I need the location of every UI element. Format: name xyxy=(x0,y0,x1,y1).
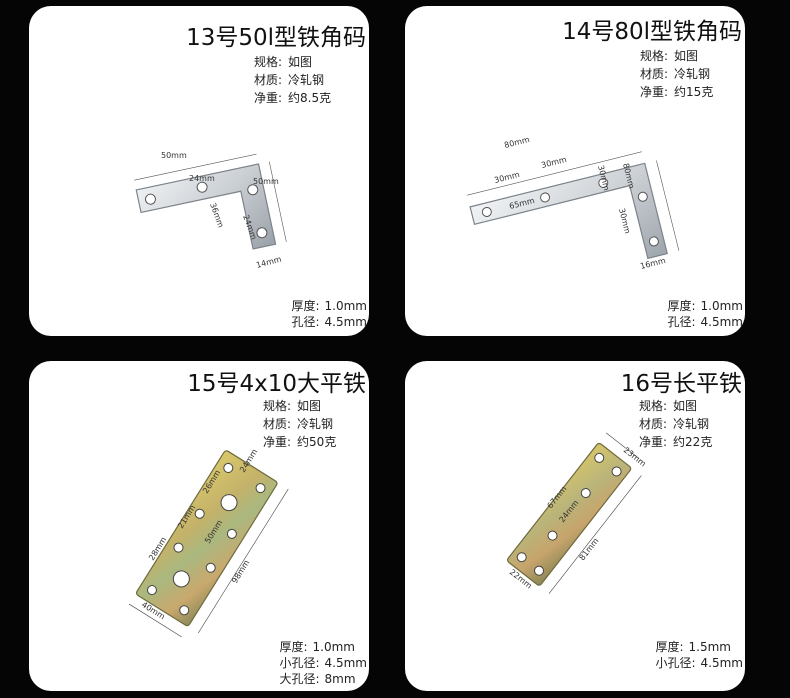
spec-value: 4.5mm xyxy=(324,656,367,670)
spec-key: 净重: xyxy=(639,435,668,449)
spec-value: 1.5mm xyxy=(688,640,731,654)
spec-value: 如图 xyxy=(288,55,313,69)
spec-value: 冷轧钢 xyxy=(288,73,325,87)
dimension-label: 24mm xyxy=(189,174,215,183)
spec-key: 小孔径: xyxy=(279,656,320,670)
dimension-label: 30mm xyxy=(617,207,632,234)
spec-value: 约8.5克 xyxy=(288,91,332,105)
foot-spec-list: 厚度: 1.5mm 小孔径: 4.5mm xyxy=(655,639,743,671)
spec-value: 8mm xyxy=(324,672,356,686)
spec-value: 约22克 xyxy=(673,435,713,449)
dimension-label: 81mm xyxy=(577,536,600,562)
spec-key: 规格: xyxy=(254,55,283,69)
spec-key: 孔径: xyxy=(667,315,696,329)
spec-key: 厚度: xyxy=(279,640,308,654)
spec-value: 冷轧钢 xyxy=(673,417,710,431)
foot-spec-list: 厚度: 1.0mm 孔径: 4.5mm xyxy=(291,298,367,330)
dimension-label: 30mm xyxy=(540,155,567,170)
flat-plate-4x10-drawing: 24mm 26mm 21mm 28mm 50mm 98mm 40mm xyxy=(128,447,289,638)
product-title: 14号80l型铁角码 xyxy=(562,19,742,45)
spec-value: 约50克 xyxy=(297,435,337,449)
product-title: 15号4x10大平铁 xyxy=(187,371,366,397)
foot-spec-list: 厚度: 1.0mm 孔径: 4.5mm xyxy=(667,298,743,330)
spec-value: 如图 xyxy=(673,399,698,413)
spec-key: 规格: xyxy=(640,49,669,63)
l-bracket-50-drawing: 50mm 24mm 50mm 24mm 36mm 14mm xyxy=(134,151,287,270)
dimension-label: 14mm xyxy=(255,255,282,270)
spec-key: 厚度: xyxy=(667,299,696,313)
spec-key: 规格: xyxy=(639,399,668,413)
dimension-label: 36mm xyxy=(208,202,225,229)
spec-key: 厚度: xyxy=(291,299,320,313)
spec-value: 1.0mm xyxy=(312,640,355,654)
spec-value: 冷轧钢 xyxy=(674,67,711,81)
spec-value: 4.5mm xyxy=(324,315,367,329)
spec-key: 净重: xyxy=(263,435,292,449)
spec-key: 材质: xyxy=(640,67,669,81)
spec-key: 大孔径: xyxy=(279,672,320,686)
spec-list: 规格: 如图 材质: 冷轧钢 净重: 约8.5克 xyxy=(254,53,331,107)
dimension-label: 50mm xyxy=(253,177,279,186)
product-title: 13号50l型铁角码 xyxy=(186,25,366,51)
product-card-13: 13号50l型铁角码 规格: 如图 材质: 冷轧钢 净重: 约8.5克 50mm 24… xyxy=(29,6,369,336)
spec-value: 1.0mm xyxy=(324,299,367,313)
spec-key: 材质: xyxy=(639,417,668,431)
spec-list: 规格: 如图 材质: 冷轧钢 净重: 约22克 xyxy=(639,397,712,451)
spec-value: 4.5mm xyxy=(700,656,743,670)
dimension-label: 50mm xyxy=(161,151,187,160)
spec-key: 小孔径: xyxy=(655,656,696,670)
spec-list: 规格: 如图 材质: 冷轧钢 净重: 约50克 xyxy=(263,397,336,451)
product-card-14: 14号80l型铁角码 规格: 如图 材质: 冷轧钢 净重: 约15克 80mm 30m… xyxy=(405,6,745,336)
spec-value: 冷轧钢 xyxy=(297,417,334,431)
spec-value: 如图 xyxy=(297,399,322,413)
dimension-label: 16mm xyxy=(639,256,666,271)
spec-key: 净重: xyxy=(640,85,669,99)
spec-key: 材质: xyxy=(263,417,292,431)
spec-key: 孔径: xyxy=(291,315,320,329)
dimension-label: 80mm xyxy=(503,135,530,150)
spec-value: 如图 xyxy=(674,49,699,63)
spec-value: 4.5mm xyxy=(700,315,743,329)
foot-spec-list: 厚度: 1.0mm 小孔径: 4.5mm 大孔径: 8mm xyxy=(279,639,367,687)
spec-key: 净重: xyxy=(254,91,283,105)
spec-key: 规格: xyxy=(263,399,292,413)
spec-value: 约15克 xyxy=(674,85,714,99)
product-card-16: 16号长平铁 规格: 如图 材质: 冷轧钢 净重: 约22克 23mm 67mm 24… xyxy=(405,361,745,691)
spec-value: 1.0mm xyxy=(700,299,743,313)
l-bracket-80-drawing: 80mm 30mm 30mm 65mm 80mm 30mm 30mm 16mm xyxy=(467,135,680,271)
spec-list: 规格: 如图 材质: 冷轧钢 净重: 约15克 xyxy=(640,47,713,101)
spec-key: 材质: xyxy=(254,73,283,87)
long-flat-plate-drawing: 23mm 67mm 24mm 81mm 22mm xyxy=(507,432,648,594)
dimension-label: 98mm xyxy=(230,558,251,585)
product-title: 16号长平铁 xyxy=(620,371,742,397)
product-card-15: 15号4x10大平铁 规格: 如图 材质: 冷轧钢 净重: 约50克 xyxy=(29,361,369,691)
spec-key: 厚度: xyxy=(655,640,684,654)
